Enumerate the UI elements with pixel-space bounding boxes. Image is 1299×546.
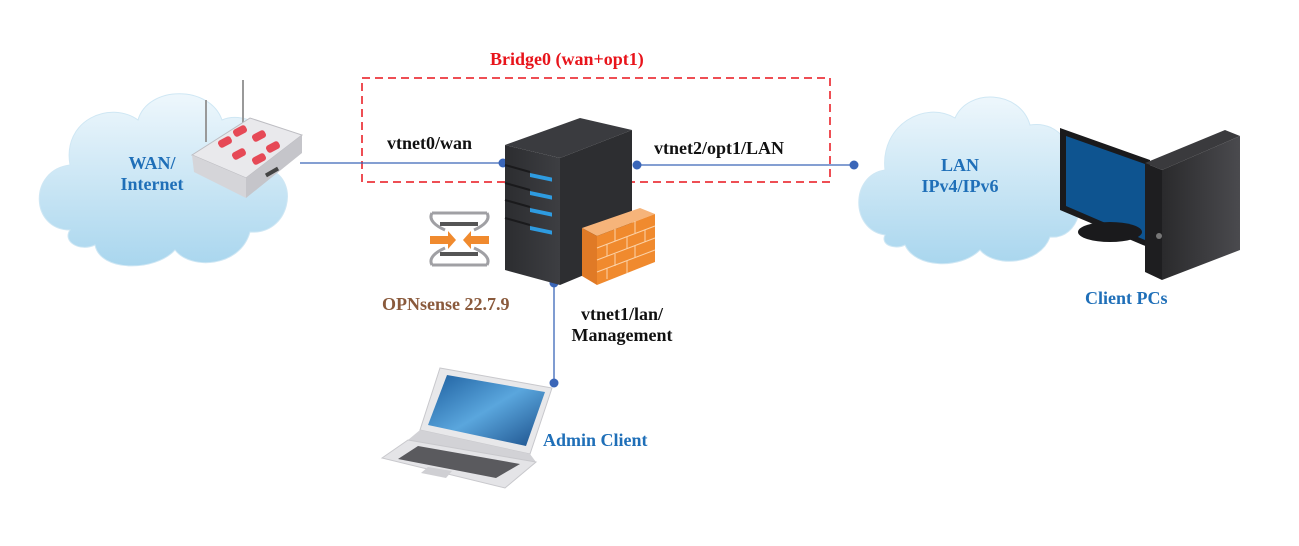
admin-client-label: Admin Client: [543, 430, 648, 450]
opt1-interface-label: vtnet2/opt1/LAN: [654, 138, 784, 158]
firewall-icon: [582, 208, 656, 285]
router-icon: [190, 80, 304, 198]
lan-cloud-label-line2: IPv4/IPv6: [921, 175, 999, 196]
opt1-port-dot: [632, 160, 642, 170]
desktop-pc-icon: [1060, 128, 1240, 280]
wan-cloud-label-line2: Internet: [120, 173, 184, 194]
lan-interface-label: vtnet1/lan/ Management: [560, 304, 684, 345]
lan-interface-label-line2: Management: [571, 324, 673, 345]
opnsense-version-label: OPNsense 22.7.9: [382, 294, 510, 314]
lan-cloud-label-line1: LAN: [940, 155, 979, 175]
bridge-title: Bridge0 (wan+opt1): [490, 49, 644, 69]
opnsense-logo-icon: [429, 211, 490, 267]
lan-interface-label-line1: vtnet1/lan/: [580, 304, 663, 324]
wan-cloud-label-line1: WAN/: [128, 153, 176, 173]
lan-cloud-label: LAN IPv4/IPv6: [905, 155, 1015, 196]
laptop-dot: [549, 378, 559, 388]
laptop-icon: [380, 367, 553, 489]
wan-interface-label: vtnet0/wan: [387, 133, 472, 153]
client-pcs-label: Client PCs: [1085, 288, 1168, 308]
lan-cloud-dot: [849, 160, 859, 170]
wan-cloud-label: WAN/ Internet: [112, 153, 192, 194]
